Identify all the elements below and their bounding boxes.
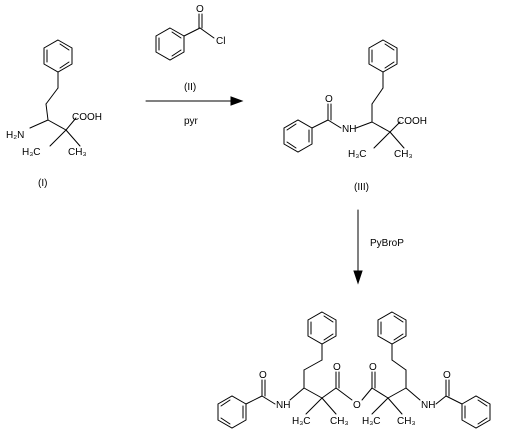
anhydride-benzoyl-ring-left bbox=[217, 395, 247, 429]
compound-III-nh-label: NH bbox=[342, 124, 356, 135]
compound-III-phenyl-upper bbox=[368, 39, 398, 73]
anhydride-carbonyl-oxygen-left: O bbox=[333, 362, 341, 373]
anhydride-methyl-4: CH₃ bbox=[397, 416, 416, 427]
anhydride-methyl-3: H₃C bbox=[362, 416, 381, 427]
anhydride-methyl-2: CH₃ bbox=[330, 416, 349, 427]
reagent-II-oxygen: O bbox=[196, 4, 204, 15]
compound-I-methyl-left: H₃C bbox=[22, 147, 41, 158]
anhydride-phenyl-upper-left bbox=[307, 311, 337, 345]
reagent-pyridine-label: pyr bbox=[184, 116, 199, 127]
compound-I-amine-label: H₂N bbox=[6, 130, 24, 141]
compound-I-acid-label: COOH bbox=[72, 112, 102, 123]
reagent-II-label: (II) bbox=[184, 82, 196, 93]
anhydride-carbonyl-oxygen-right: O bbox=[369, 362, 377, 373]
compound-III-label: (III) bbox=[354, 182, 369, 193]
arrowhead-down bbox=[353, 270, 363, 285]
anhydride-amide-oxygen-left: O bbox=[259, 370, 267, 381]
anhydride-bridge-oxygen: O bbox=[353, 400, 361, 411]
compound-anhydride: O NH O O O NH O H₃C CH₃ H₃C CH₃ bbox=[217, 311, 491, 429]
reaction-arrow-2: PyBroP bbox=[353, 209, 404, 285]
compound-I-label: (I) bbox=[38, 178, 47, 189]
anhydride-methyl-1: H₃C bbox=[292, 416, 311, 427]
arrowhead-right bbox=[230, 96, 244, 106]
reagent-pybrop-label: PyBroP bbox=[370, 238, 404, 249]
reagent-II-phenyl-ring bbox=[155, 27, 185, 61]
compound-III-methyl-right: CH₃ bbox=[394, 149, 413, 160]
compound-III: O NH COOH H₃C CH₃ (III) bbox=[283, 39, 427, 193]
compound-III-benzoyl-ring bbox=[283, 119, 313, 153]
compound-I-phenyl-ring bbox=[43, 39, 73, 73]
compound-III-methyl-left: H₃C bbox=[348, 149, 367, 160]
anhydride-nh-left: NH bbox=[276, 400, 290, 411]
compound-III-acid-label: COOH bbox=[397, 116, 427, 127]
anhydride-nh-right: NH bbox=[421, 400, 435, 411]
reagent-II: O Cl bbox=[155, 4, 225, 61]
reaction-arrow-1: (II) pyr bbox=[145, 82, 244, 127]
reagent-II-chlorine: Cl bbox=[216, 36, 225, 47]
compound-I-methyl-right: CH₃ bbox=[68, 147, 87, 158]
compound-III-oxygen: O bbox=[325, 94, 333, 105]
anhydride-phenyl-upper-right bbox=[377, 311, 407, 345]
anhydride-benzoyl-ring-right bbox=[461, 395, 491, 429]
compound-I: H₂N COOH H₃C CH₃ (I) bbox=[6, 39, 102, 189]
anhydride-amide-oxygen-right: O bbox=[443, 370, 451, 381]
